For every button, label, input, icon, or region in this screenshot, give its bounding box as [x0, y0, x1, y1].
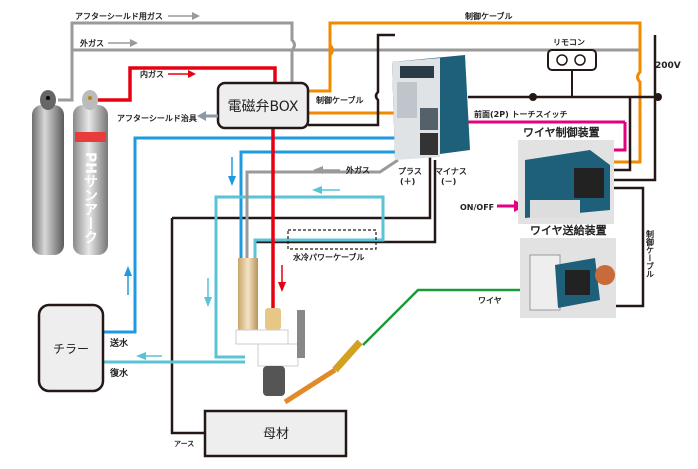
water-cooled-cable-marker — [287, 229, 377, 250]
wire-controller-label: ワイヤ制御装置 — [523, 125, 600, 139]
supply-down-arrowhead — [228, 176, 236, 186]
solenoid-box-label: 電磁弁BOX — [227, 99, 298, 115]
torch-switch-label: 前面(2P) トーチスイッチ — [474, 109, 568, 119]
wire-controller-device — [518, 140, 614, 224]
supply-water-label: 送水 — [109, 337, 129, 349]
inner-gas-label: 内ガス — [140, 69, 164, 79]
voltage-label: 200V — [655, 61, 681, 71]
on-off-label: ON/OFF — [460, 203, 494, 212]
wire-line — [362, 288, 522, 346]
control-cable-lines — [308, 21, 642, 164]
tig-torch — [235, 258, 363, 405]
wire-label: ワイヤ — [478, 296, 502, 305]
torch-switch-line — [450, 120, 627, 152]
return-down-arrowhead — [204, 297, 212, 307]
remote-label: リモコン — [553, 38, 585, 47]
return-top-arrowhead — [312, 186, 322, 194]
control-cable-side-label: 制御ケーブル — [646, 229, 655, 278]
after-shield-gas-line — [58, 21, 640, 102]
supply-water-line — [103, 136, 395, 334]
control-cable-mid-label: 制御ケーブル — [316, 95, 364, 105]
power-lines — [170, 33, 660, 435]
return-arrowhead — [136, 352, 146, 360]
outer-gas-torch-line — [245, 158, 399, 258]
inner-gas-arrowhead — [188, 70, 196, 78]
wire-feeder-device — [520, 238, 616, 318]
base-metal-label: 母材 — [263, 427, 289, 442]
wire-feeder-label: ワイヤ送給装置 — [530, 223, 607, 237]
outer-gas-arrowhead — [130, 39, 138, 47]
remote-control — [547, 49, 597, 97]
solenoid-valve-box: 電磁弁BOX — [216, 81, 310, 130]
after-shield-jig-label: アフターシールド治具 — [117, 113, 197, 123]
after-shield-gas-label: アフターシールド用ガス — [75, 11, 163, 21]
outer-gas-return-label: 外ガス — [346, 165, 370, 175]
chiller: チラー — [37, 303, 105, 393]
chiller-label: チラー — [53, 342, 89, 356]
junction-dot — [654, 93, 662, 101]
water-cooled-cable-label: 水冷パワーケーブル — [292, 252, 365, 262]
minus-sign-label: (－) — [441, 177, 456, 186]
return-water-label: 復水 — [109, 367, 129, 379]
outer-gas-label: 外ガス — [80, 38, 104, 48]
after-shield-gas-arrowhead — [192, 12, 200, 20]
base-metal: 母材 — [203, 409, 348, 458]
outer-gas-cylinder — [32, 90, 64, 255]
supply-arrowhead — [124, 266, 132, 276]
plus-label: プラス — [398, 166, 422, 176]
outer-gas-return-arrowhead — [313, 166, 323, 174]
earth-label: アース — [174, 440, 194, 448]
inner-gas-down-arrowhead — [278, 282, 286, 292]
control-cable-top-label: 制御ケーブル — [465, 11, 513, 21]
ph-sunarc-cylinder: PHサンアーク — [73, 90, 108, 255]
inner-gas-line — [98, 66, 277, 102]
after-shield-jig-arrowhead — [197, 111, 206, 121]
welding-power-source — [392, 55, 470, 160]
junction-dot — [529, 93, 537, 101]
return-water-line — [103, 195, 385, 364]
plus-sign-label: (＋) — [400, 177, 415, 186]
cylinder-brand-label: PHサンアーク — [82, 152, 98, 244]
minus-label: マイナス — [435, 167, 467, 176]
